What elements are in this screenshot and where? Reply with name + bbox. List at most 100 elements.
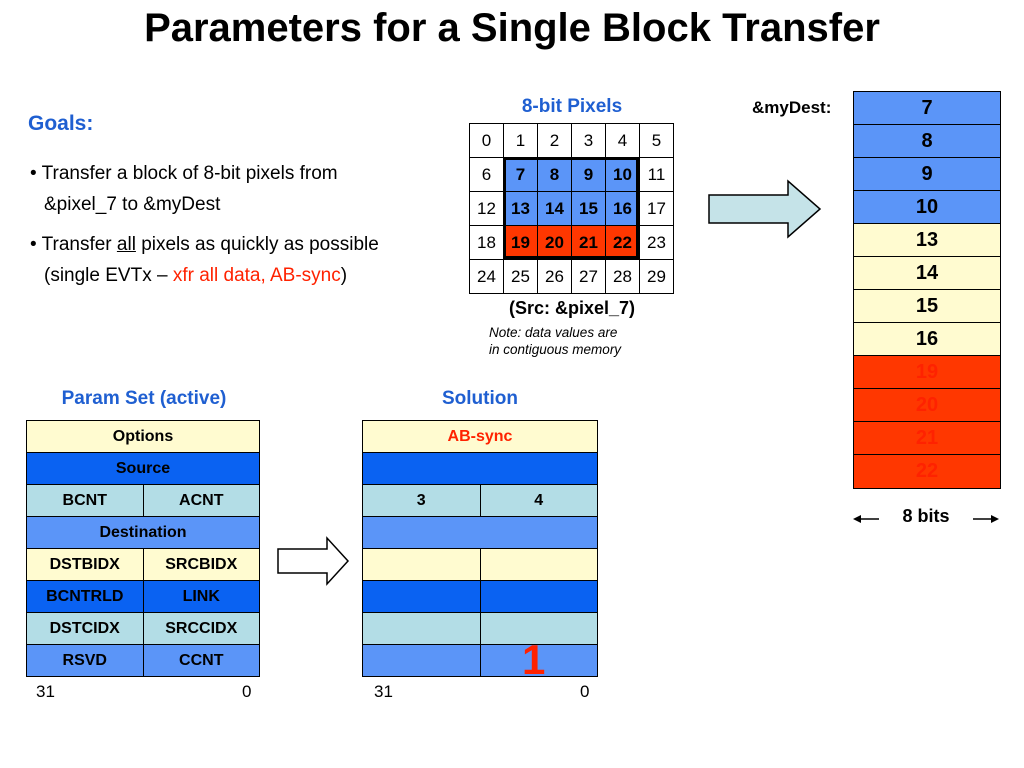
param-srcbidx: SRCBIDX bbox=[142, 548, 260, 581]
solution-bit-high: 31 bbox=[374, 682, 393, 701]
dest-cell: 8 bbox=[854, 125, 1000, 158]
param-link: LINK bbox=[142, 580, 260, 613]
solution-bit-low: 0 bbox=[580, 682, 590, 701]
pixel-cell: 10 bbox=[606, 158, 640, 192]
solution-dstbidx bbox=[362, 548, 481, 581]
pixel-cell: 7 bbox=[504, 158, 538, 192]
dest-cell: 14 bbox=[854, 257, 1000, 290]
param-bit-low: 0 bbox=[242, 682, 252, 701]
solution-destination bbox=[362, 516, 598, 549]
solution-bcnt: 3 bbox=[362, 484, 481, 517]
dest-label: &myDest: bbox=[752, 98, 832, 117]
pixel-cell: 15 bbox=[572, 192, 606, 226]
pixel-cell: 6 bbox=[470, 158, 504, 192]
pixel-cell: 9 bbox=[572, 158, 606, 192]
pixel-cell: 21 bbox=[572, 226, 606, 260]
memory-note-line1: Note: data values are bbox=[489, 325, 618, 340]
goal-bullet-2-post: pixels as quickly as possible bbox=[135, 234, 379, 255]
param-bcntrld: BCNTRLD bbox=[26, 580, 144, 613]
dest-cell: 7 bbox=[854, 92, 1000, 125]
goal-bullet-2-line2: (single EVTx – xfr all data, AB-sync) bbox=[30, 260, 460, 291]
goal-bullet-2-line2-red: xfr all data, AB-sync bbox=[172, 265, 341, 286]
dest-cell: 16 bbox=[854, 323, 1000, 356]
pixel-cell: 26 bbox=[538, 260, 572, 294]
bits-width-arrows-icon bbox=[853, 515, 999, 523]
pixel-cell: 2 bbox=[538, 124, 572, 158]
solution-bcntrld bbox=[362, 580, 481, 613]
dest-cell: 21 bbox=[854, 422, 1000, 455]
goal-bullet-2: • Transfer all pixels as quickly as poss… bbox=[30, 229, 460, 291]
dest-cell: 22 bbox=[854, 455, 1000, 488]
memory-note: Note: data values are in contiguous memo… bbox=[489, 324, 621, 358]
param-arrow-icon bbox=[277, 536, 350, 586]
pixel-cell: 25 bbox=[504, 260, 538, 294]
goals-heading: Goals: bbox=[28, 112, 94, 135]
pixel-cell: 5 bbox=[640, 124, 674, 158]
dest-cell: 9 bbox=[854, 158, 1000, 191]
solution-source bbox=[362, 452, 598, 485]
solution-rsvd bbox=[362, 644, 481, 677]
solution-ccnt-value: 1 bbox=[522, 636, 546, 683]
solution-srccidx bbox=[479, 612, 598, 645]
memory-note-line2: in contiguous memory bbox=[489, 342, 622, 357]
param-srccidx: SRCCIDX bbox=[142, 612, 260, 645]
solution-acnt: 4 bbox=[479, 484, 598, 517]
dest-cell: 20 bbox=[854, 389, 1000, 422]
param-acnt: ACNT bbox=[142, 484, 260, 517]
solution-dstcidx bbox=[362, 612, 481, 645]
pixel-cell: 17 bbox=[640, 192, 674, 226]
pixel-cell: 19 bbox=[504, 226, 538, 260]
param-rsvd: RSVD bbox=[26, 644, 144, 677]
pixel-cell: 13 bbox=[504, 192, 538, 226]
pixel-cell: 28 bbox=[606, 260, 640, 294]
param-dstbidx: DSTBIDX bbox=[26, 548, 144, 581]
pixel-cell: 8 bbox=[538, 158, 572, 192]
pixel-cell: 27 bbox=[572, 260, 606, 294]
pixel-cell: 16 bbox=[606, 192, 640, 226]
param-options: Options bbox=[26, 420, 260, 453]
dest-cell: 15 bbox=[854, 290, 1000, 323]
source-block-outline bbox=[503, 157, 639, 259]
pixel-cell: 14 bbox=[538, 192, 572, 226]
dest-cell: 19 bbox=[854, 356, 1000, 389]
pixel-cell: 23 bbox=[640, 226, 674, 260]
goal-bullet-1: • Transfer a block of 8-bit pixels from … bbox=[30, 158, 450, 220]
pixels-title: 8-bit Pixels bbox=[521, 96, 623, 117]
goal-bullet-2-pre: • Transfer bbox=[30, 234, 117, 255]
goal-bullet-2-all: all bbox=[116, 234, 136, 255]
pixel-cell: 20 bbox=[538, 226, 572, 260]
dest-cell: 10 bbox=[854, 191, 1000, 224]
param-bcnt: BCNT bbox=[26, 484, 144, 517]
solution-link bbox=[479, 580, 598, 613]
solution-options: AB-sync bbox=[362, 420, 598, 453]
pixel-cell: 18 bbox=[470, 226, 504, 260]
param-bit-high: 31 bbox=[36, 682, 55, 701]
goal-bullet-2-line2-pre: (single EVTx – bbox=[44, 265, 173, 286]
pixel-cell: 24 bbox=[470, 260, 504, 294]
right-arrow-icon bbox=[708, 179, 822, 239]
goal-bullet-1-line2: &pixel_7 to &myDest bbox=[44, 194, 221, 215]
param-set-title: Param Set (active) bbox=[61, 388, 227, 409]
pixel-cell: 1 bbox=[504, 124, 538, 158]
dest-cell: 13 bbox=[854, 224, 1000, 257]
bits-label: 8 bits bbox=[902, 506, 950, 526]
param-source: Source bbox=[26, 452, 260, 485]
pixel-cell: 12 bbox=[470, 192, 504, 226]
goal-bullet-1-line1: • Transfer a block of 8-bit pixels from bbox=[30, 163, 338, 184]
param-dstcidx: DSTCIDX bbox=[26, 612, 144, 645]
source-label: (Src: &pixel_7) bbox=[508, 298, 636, 318]
pixel-cell: 0 bbox=[470, 124, 504, 158]
page-title: Parameters for a Single Block Transfer bbox=[144, 6, 880, 50]
param-ccnt: CCNT bbox=[142, 644, 260, 677]
pixel-cell: 3 bbox=[572, 124, 606, 158]
goal-bullet-2-line1: • Transfer all pixels as quickly as poss… bbox=[30, 229, 460, 260]
param-destination: Destination bbox=[26, 516, 260, 549]
pixel-cell: 11 bbox=[640, 158, 674, 192]
pixel-cell: 29 bbox=[640, 260, 674, 294]
pixel-cell: 4 bbox=[606, 124, 640, 158]
goal-bullet-2-line2-post: ) bbox=[340, 265, 348, 286]
